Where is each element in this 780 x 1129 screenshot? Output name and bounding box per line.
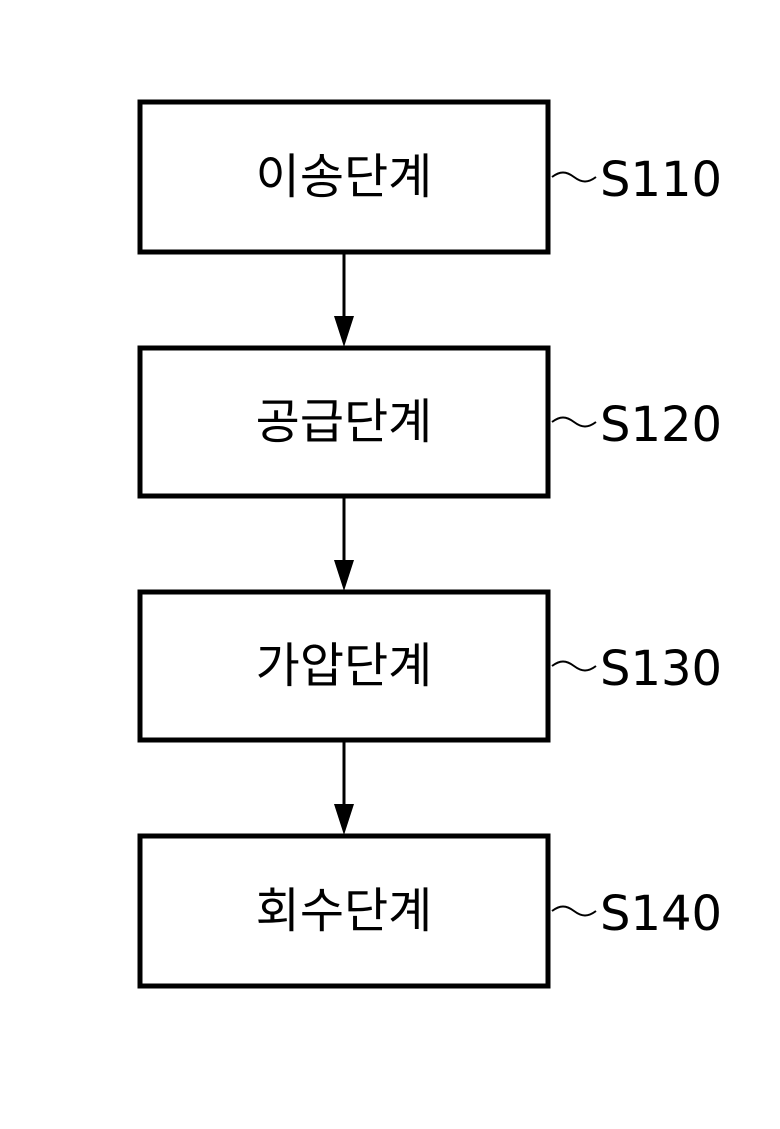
step-s130: 가압단계 S130 [140, 592, 722, 740]
step-label: 회수단계 [256, 883, 433, 939]
step-code: S140 [600, 886, 722, 942]
step-label: 가압단계 [256, 638, 433, 694]
flow-arrow [334, 254, 354, 347]
reference-leader [552, 662, 596, 671]
step-s110: 이송단계 S110 [140, 102, 722, 252]
reference-leader [552, 907, 596, 916]
reference-leader [552, 418, 596, 427]
arrowhead [334, 316, 354, 347]
step-code: S120 [600, 397, 722, 453]
step-label: 공급단계 [256, 394, 433, 450]
flow-arrow [334, 742, 354, 835]
step-label: 이송단계 [256, 149, 433, 205]
arrowhead [334, 804, 354, 835]
step-code: S110 [600, 152, 722, 208]
reference-leader [552, 173, 596, 182]
arrowhead [334, 560, 354, 591]
step-code: S130 [600, 641, 722, 697]
step-s140: 회수단계 S140 [140, 836, 722, 986]
step-s120: 공급단계 S120 [140, 348, 722, 496]
flow-arrow [334, 498, 354, 591]
